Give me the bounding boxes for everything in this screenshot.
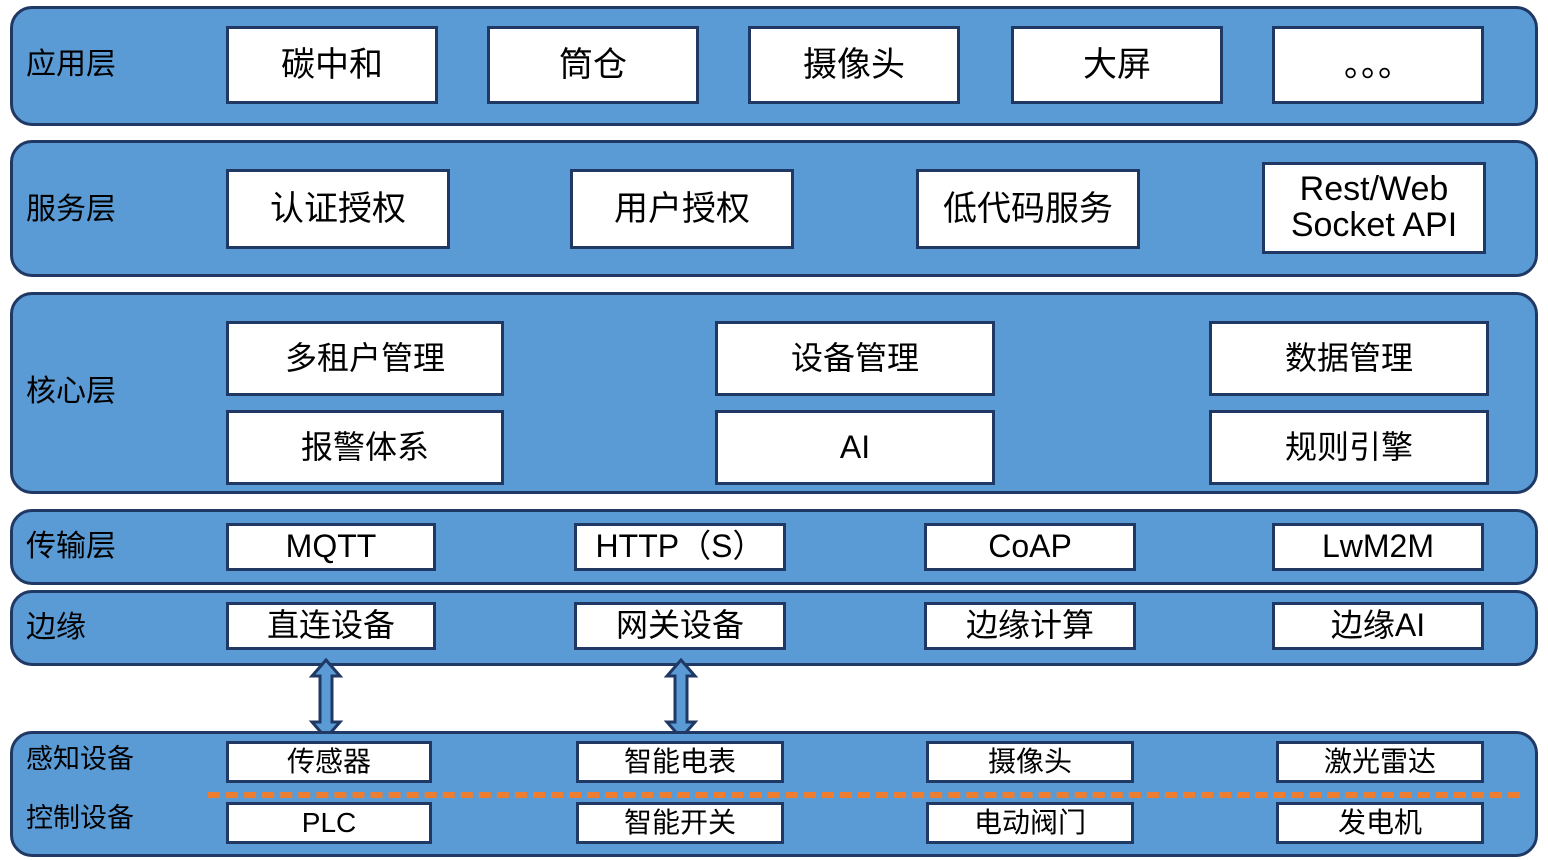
app-box-camera[interactable]: 摄像头 [748, 26, 960, 104]
layer-label-core: 核心层 [26, 375, 116, 408]
layer-label-edge: 边缘 [26, 611, 86, 644]
layer-label-transport: 传输层 [26, 530, 116, 563]
core-box-ai[interactable]: AI [715, 410, 995, 485]
layer-label-application: 应用层 [26, 48, 116, 81]
core-box-device-management[interactable]: 设备管理 [715, 321, 995, 396]
service-box-rest-websocket-api[interactable]: Rest/Web Socket API [1262, 162, 1486, 254]
control-box-plc[interactable]: PLC [226, 802, 432, 844]
control-box-electric-valve[interactable]: 电动阀门 [926, 802, 1134, 844]
layer-label-service: 服务层 [26, 193, 116, 226]
edge-box-edge-computing[interactable]: 边缘计算 [924, 602, 1136, 650]
sensing-control-divider [208, 792, 1520, 798]
core-box-alarm-system[interactable]: 报警体系 [226, 410, 504, 485]
app-box-silo[interactable]: 筒仓 [487, 26, 699, 104]
app-box-carbon-neutral[interactable]: 碳中和 [226, 26, 438, 104]
control-box-generator[interactable]: 发电机 [1276, 802, 1484, 844]
edge-box-direct-device[interactable]: 直连设备 [226, 602, 436, 650]
control-box-smart-switch[interactable]: 智能开关 [576, 802, 784, 844]
connector-gateway-device-to-meter [663, 658, 699, 740]
edge-box-edge-ai[interactable]: 边缘AI [1272, 602, 1484, 650]
edge-box-gateway-device[interactable]: 网关设备 [574, 602, 786, 650]
layer-label-control-device: 控制设备 [26, 803, 134, 833]
service-box-user-authorization[interactable]: 用户授权 [570, 169, 794, 249]
core-box-rule-engine[interactable]: 规则引擎 [1209, 410, 1489, 485]
core-box-multi-tenant-management[interactable]: 多租户管理 [226, 321, 504, 396]
transport-box-mqtt[interactable]: MQTT [226, 523, 436, 571]
transport-box-http-s[interactable]: HTTP（S） [574, 523, 786, 571]
sensing-box-sensor[interactable]: 传感器 [226, 741, 432, 783]
service-box-auth-authorization[interactable]: 认证授权 [226, 169, 450, 249]
transport-box-lwm2m[interactable]: LwM2M [1272, 523, 1484, 571]
app-box-big-screen[interactable]: 大屏 [1011, 26, 1223, 104]
rest-web-line-1: Rest/Web [1299, 170, 1449, 209]
sensing-box-camera[interactable]: 摄像头 [926, 741, 1134, 783]
sensing-box-lidar[interactable]: 激光雷达 [1276, 741, 1484, 783]
core-box-data-management[interactable]: 数据管理 [1209, 321, 1489, 396]
connector-direct-device-to-sensor [308, 658, 344, 740]
transport-box-coap[interactable]: CoAP [924, 523, 1136, 571]
app-box-more[interactable]: 。。。 [1272, 26, 1484, 104]
service-box-low-code-service[interactable]: 低代码服务 [916, 169, 1140, 249]
sensing-box-smart-meter[interactable]: 智能电表 [576, 741, 784, 783]
layer-label-sensing-device: 感知设备 [26, 744, 134, 774]
rest-web-line-2: Socket API [1290, 206, 1458, 244]
